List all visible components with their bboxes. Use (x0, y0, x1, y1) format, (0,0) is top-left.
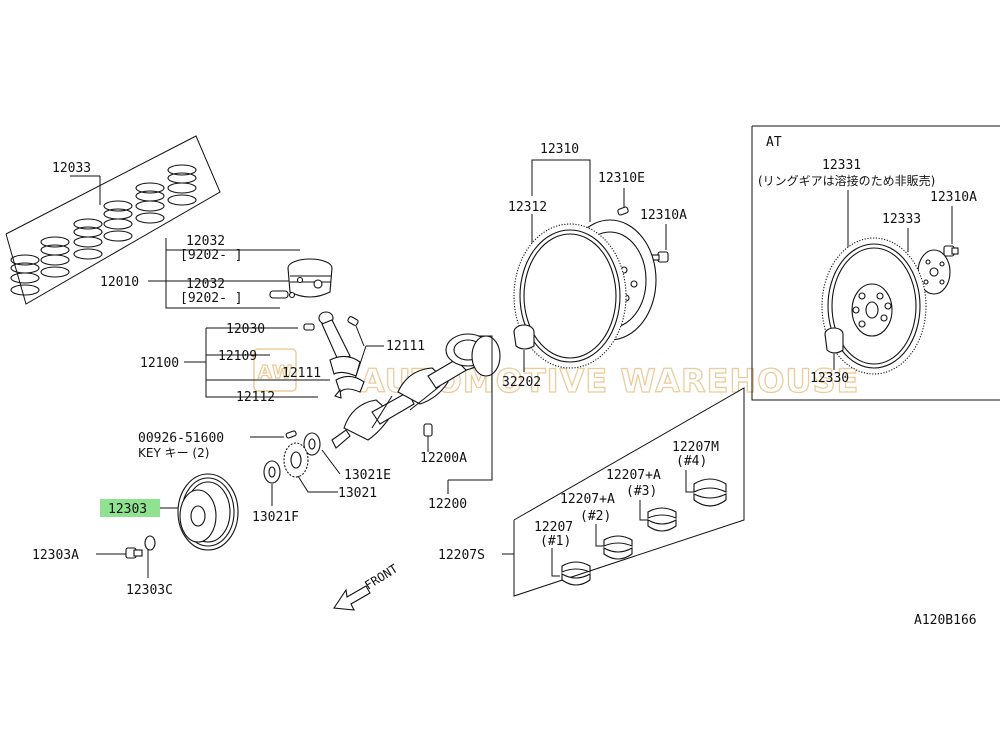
front-arrow: FRONT (333, 562, 400, 611)
label-front: FRONT (362, 562, 400, 593)
drive-plate (821, 237, 927, 375)
bearings-group: 12207S 12207 (#1) 12207+A (#2) 12207+A (… (438, 387, 745, 597)
label-13021E: 13021E (344, 468, 391, 483)
label-32202: 32202 (502, 375, 541, 390)
label-12207A-2: 12207+A (560, 492, 615, 507)
piston-rings-group: 12033 (5, 135, 221, 305)
label-12303A: 12303A (32, 548, 79, 563)
label-12112: 12112 (236, 390, 275, 405)
front-components: 00926-51600 KEY キー (2) 13021E 13021 1302… (138, 430, 391, 525)
piston (287, 258, 333, 298)
label-13021F: 13021F (252, 510, 299, 525)
bearings-box (513, 387, 745, 597)
label-00926: 00926-51600 (138, 431, 224, 446)
label-12100: 12100 (140, 356, 179, 371)
piston-rings (10, 164, 197, 296)
flywheel-dowel (617, 206, 629, 216)
at-panel: AT 12331 (リングギアは溶接のため非販売) 12333 12310A (751, 125, 1000, 401)
flywheel-group: 12310 12312 12310E 12310A 32202 (502, 142, 687, 390)
at-bushing (824, 327, 844, 354)
snap-ring (296, 276, 304, 284)
label-key: KEY キー (2) (138, 446, 209, 460)
watermark-logo-text: AW (258, 362, 293, 383)
main-bearing-4 (693, 478, 727, 507)
at-bolt (943, 245, 959, 257)
label-12200A: 12200A (420, 451, 467, 466)
flywheel-bolt (651, 251, 669, 263)
label-12111-b: 12111 (386, 339, 425, 354)
ring-gear (513, 223, 627, 369)
watermark-logo (253, 348, 297, 392)
label-13021: 13021 (338, 486, 377, 501)
connecting-rod (303, 311, 365, 399)
rings-box (5, 135, 221, 305)
label-12200: 12200 (428, 497, 467, 512)
label-12207M: 12207M (672, 440, 719, 455)
crankshaft (331, 333, 501, 449)
pilot-bushing-pin (423, 423, 433, 437)
label-12330: 12330 (810, 371, 849, 386)
label-12207-sub: (#1) (540, 534, 571, 549)
label-12331-note: (リングギアは溶接のため非販売) (758, 173, 935, 188)
label-12207A-2-sub: (#2) (580, 509, 611, 524)
conrod-group: 12030 12109 12100 12111 12112 12111 (140, 311, 425, 405)
label-12310E: 12310E (598, 171, 645, 186)
label-12033: 12033 (52, 161, 91, 176)
main-bearing-3 (647, 507, 677, 532)
label-12032-b: 12032 (186, 277, 225, 292)
label-12310: 12310 (540, 142, 579, 157)
piston-group: 12032 [9202- ] 12010 12032 [9202- ] (100, 234, 333, 309)
label-12032-a: 12032 (186, 234, 225, 249)
main-bearing-1 (561, 561, 591, 586)
label-12207A-3-sub: (#3) (626, 484, 657, 499)
label-12207: 12207 (534, 520, 573, 535)
crank-pulley (177, 473, 239, 551)
label-12207S: 12207S (438, 548, 485, 563)
label-12312: 12312 (508, 200, 547, 215)
label-12331: 12331 (822, 158, 861, 173)
crank-pulley-group: 12303 12303A 12303C (32, 473, 239, 598)
label-12111-a: 12111 (282, 366, 321, 381)
label-12109: 12109 (218, 349, 257, 364)
label-12032-b-sub: [9202- ] (180, 291, 243, 306)
highlight-12303 (100, 499, 160, 517)
label-12032-a-sub: [9202- ] (180, 248, 243, 263)
main-bearing-2 (603, 535, 633, 560)
piston-pin (269, 290, 289, 299)
reference-code: A120B166 (914, 613, 977, 628)
woodruff-key (285, 430, 297, 439)
label-12333: 12333 (882, 212, 921, 227)
reinforcement-plate (917, 249, 951, 295)
snap-ring (288, 291, 296, 299)
crank-assy-labels: 12200A 12200 (420, 335, 493, 512)
label-12030: 12030 (226, 322, 265, 337)
at-title: AT (766, 135, 782, 150)
label-12207M-sub: (#4) (676, 454, 707, 469)
label-12310A-at: 12310A (930, 190, 977, 205)
label-12303C: 12303C (126, 583, 173, 598)
label-12303: 12303 (108, 502, 147, 517)
pulley-bolt (125, 547, 143, 559)
label-12310A: 12310A (640, 208, 687, 223)
label-12010: 12010 (100, 275, 139, 290)
pulley-washer (144, 535, 156, 551)
label-12207A-3: 12207+A (606, 468, 661, 483)
